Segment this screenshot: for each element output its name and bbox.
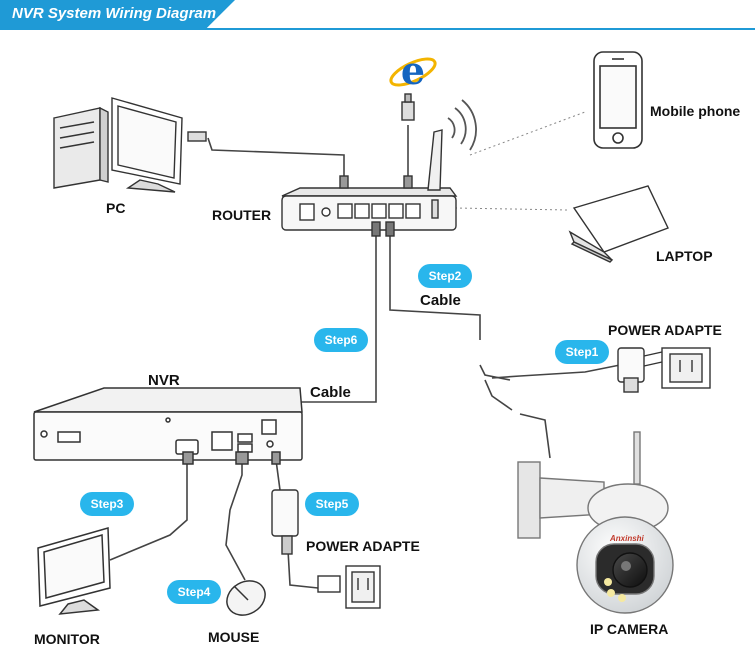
cables <box>109 125 621 589</box>
label-mobile-phone: Mobile phone <box>650 103 741 119</box>
label-cable-camera: Cable <box>420 292 461 309</box>
cable-nvr-power <box>275 459 281 491</box>
label-power-adapter-nvr: POWER ADAPTE <box>306 538 420 554</box>
ip-camera-illustration <box>517 431 674 614</box>
step3-badge: Step3 <box>80 492 134 516</box>
step2-badge: Step2 <box>418 264 472 288</box>
step6-badge: Step6 <box>314 328 368 352</box>
label-power-adapter-camera: POWER ADAPTE <box>608 322 722 338</box>
camera-brand: Anxinshi <box>610 534 644 543</box>
cable-router-camera <box>389 236 481 340</box>
mobile-phone-illustration <box>593 51 643 149</box>
label-cable-nvr: Cable <box>310 384 351 401</box>
pc-illustration <box>53 97 207 193</box>
wifi-signal-icon <box>447 99 477 151</box>
step1-badge: Step1 <box>555 340 609 364</box>
label-nvr: NVR <box>148 372 180 389</box>
svg-text:e: e <box>401 48 425 93</box>
label-pc: PC <box>106 200 126 216</box>
nvr-power-adapter <box>271 489 381 609</box>
label-laptop: LAPTOP <box>656 248 713 264</box>
step5-badge: Step5 <box>305 492 359 516</box>
diagram-title: NVR System Wiring Diagram <box>12 5 217 22</box>
nvr-illustration <box>33 387 303 465</box>
cable-nvr-monitor <box>109 460 188 561</box>
internet-explorer-icon: e <box>389 48 437 93</box>
step4-badge: Step4 <box>167 580 221 604</box>
camera-power-adapter <box>617 347 711 393</box>
label-mouse: MOUSE <box>208 629 260 645</box>
cable-camera-splitter <box>479 364 511 381</box>
label-router: ROUTER <box>212 207 272 223</box>
monitor-illustration <box>37 527 111 615</box>
laptop-illustration <box>568 185 669 263</box>
router-illustration <box>281 93 458 237</box>
cable-pc-router <box>207 137 345 182</box>
label-ip-camera: IP CAMERA <box>590 621 669 637</box>
label-monitor: MONITOR <box>34 631 100 647</box>
mouse-illustration <box>226 580 266 616</box>
cable-nvr-mouse <box>225 458 246 581</box>
header-rule <box>0 28 755 30</box>
header-banner <box>0 0 235 28</box>
wireless-links <box>454 111 586 211</box>
